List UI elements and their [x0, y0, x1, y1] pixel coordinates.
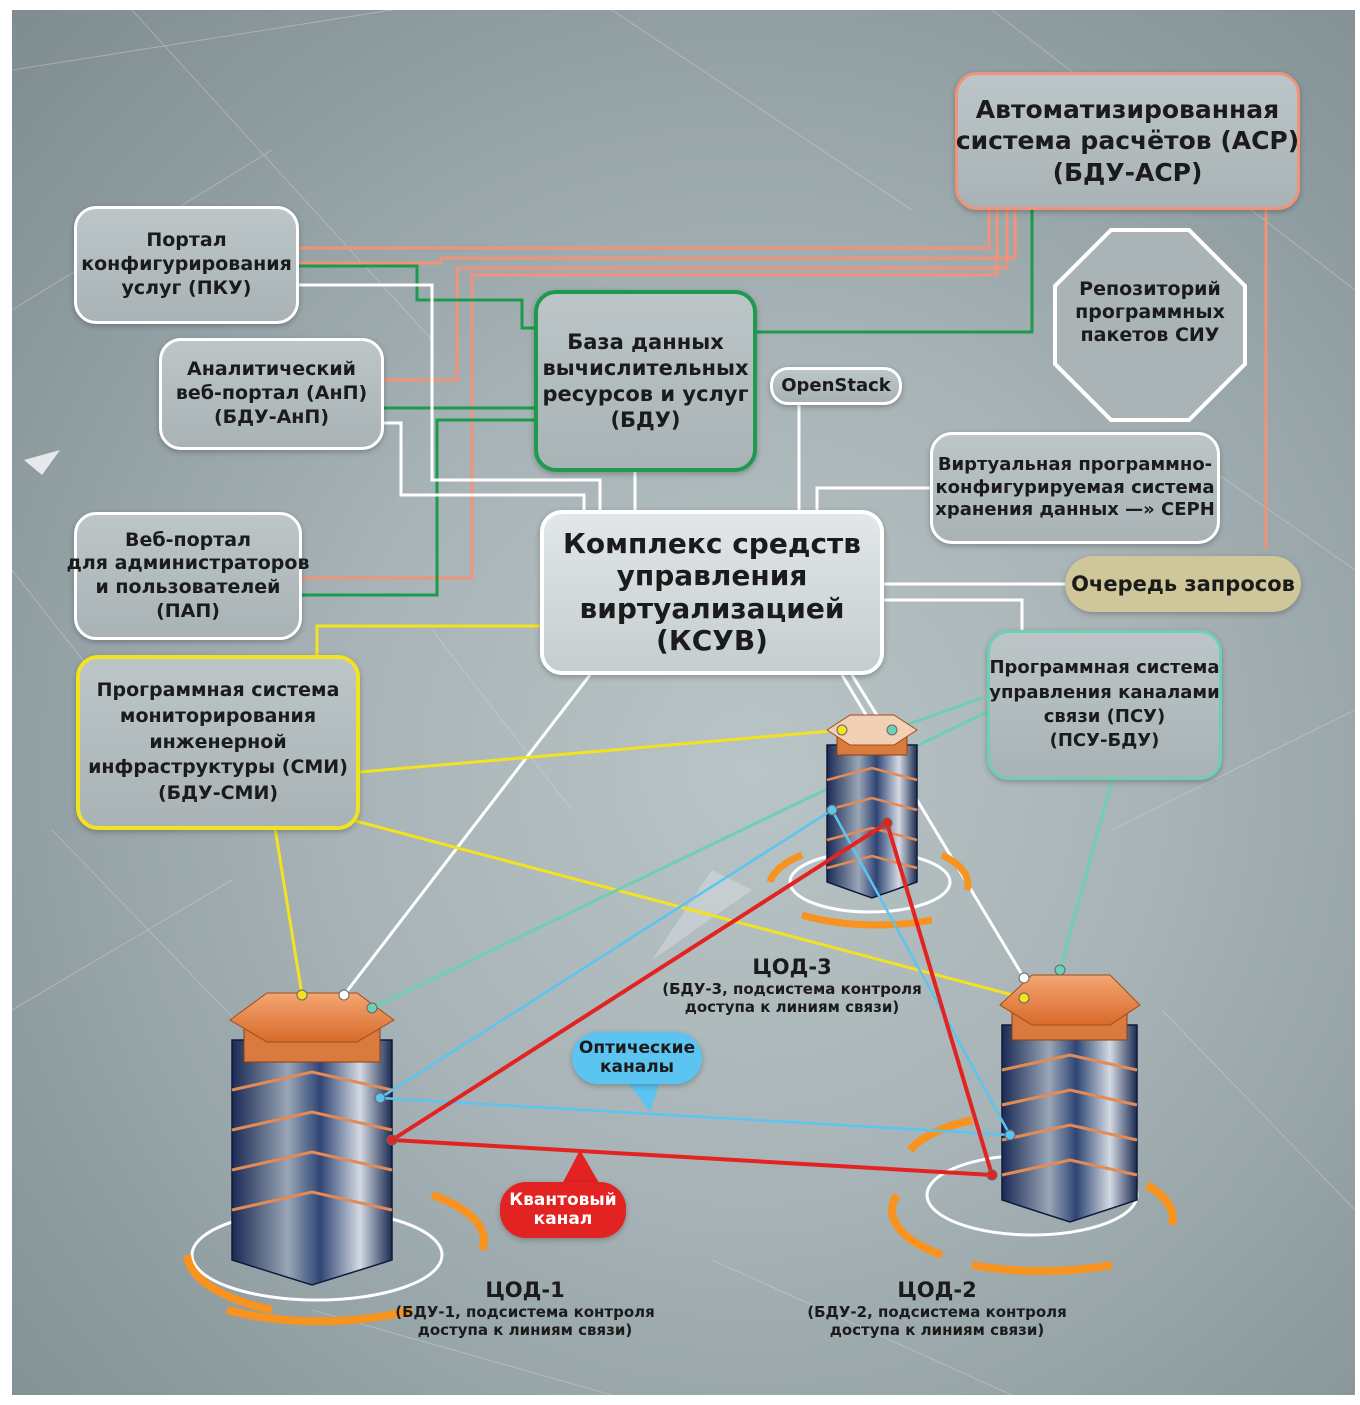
- anp-line-3: (БДУ-АнП): [213, 405, 330, 428]
- optical-callout-line-1: Оптические: [578, 1038, 696, 1059]
- cod3-subtitle-line-2: доступа к линиям связи): [684, 998, 900, 1017]
- cod1-subtitle-line-2: доступа к линиям связи): [417, 1321, 633, 1340]
- repo-line-1: Репозиторий: [1079, 278, 1221, 300]
- optical-callout-tail: [622, 1075, 662, 1112]
- cod3-label: ЦОД-3 (БДУ-3, подсистема контроля доступ…: [657, 955, 927, 1016]
- connection-dots: [296, 724, 1066, 1181]
- smi-line-1: Программная система: [96, 679, 340, 702]
- cod1-title: ЦОД-1: [485, 1278, 565, 1302]
- bdu-line-3: ресурсов и услуг: [542, 382, 749, 406]
- anp-line-2: веб-портал (АнП): [175, 382, 368, 405]
- yellow-links: [273, 624, 1025, 1000]
- background-shard: [652, 870, 752, 960]
- smi-line-4: инфраструктуры (СМИ): [88, 756, 348, 779]
- optical-links: [379, 808, 1012, 1137]
- psu-line-1: Программная система: [989, 657, 1220, 679]
- white-links: [297, 283, 1065, 996]
- ksuv-line-4: (КСУВ): [656, 623, 768, 657]
- cod2-subtitle-line-2: доступа к линиям связи): [829, 1321, 1045, 1340]
- smi-line-3: инженерной: [149, 730, 287, 753]
- cod2-label: ЦОД-2 (БДУ-2, подсистема контроля доступ…: [802, 1278, 1072, 1339]
- queue-line-1: Очередь запросов: [1071, 571, 1295, 596]
- cod1-subtitle-line-1: (БДУ-1, подсистема контроля: [395, 1303, 655, 1322]
- pap-line-1: Веб-портал: [124, 528, 252, 551]
- repo-line-3: пакетов СИУ: [1080, 323, 1220, 346]
- datacenter-tower-3: [766, 714, 972, 929]
- pap-line-3: и пользователей: [95, 576, 281, 598]
- bdu-line-1: База данных: [567, 329, 724, 354]
- datacenter-tower-2: [888, 974, 1177, 1276]
- ksuv-line-2: управления: [616, 559, 808, 593]
- asr-line-1: Автоматизированная: [975, 95, 1280, 125]
- pap-line-2: для администраторов: [66, 552, 310, 575]
- bdu-line-2: вычислительных: [542, 355, 749, 380]
- quantum-links: [385, 819, 995, 1178]
- psu-line-3: связи (ПСУ): [1043, 706, 1166, 727]
- psu-line-4: (ПСУ-БДУ): [1049, 730, 1160, 752]
- diagram-svg: [12, 10, 1355, 1395]
- vpkshd-line-1: Виртуальная программно-: [937, 454, 1213, 476]
- ksuv-line-3: виртуализацией: [579, 591, 845, 625]
- asr-line-3: (БДУ-АСР): [1052, 157, 1203, 187]
- smi-line-2: мониторирования: [119, 705, 317, 728]
- queue-box: Очередь запросов: [1065, 556, 1301, 612]
- pku-line-3: услуг (ПКУ): [121, 276, 252, 299]
- cod3-title: ЦОД-3: [752, 955, 832, 979]
- optical-callout-line-2: каналы: [599, 1057, 675, 1077]
- quantum-callout-tail: [560, 1150, 602, 1188]
- cod2-subtitle-line-1: (БДУ-2, подсистема контроля: [807, 1303, 1067, 1322]
- quantum-callout-line-1: Квантовый: [509, 1190, 617, 1211]
- openstack-box: OpenStack: [770, 367, 902, 405]
- ksuv-line-1: Комплекс средств: [563, 527, 861, 561]
- vpkshd-line-3: хранения данных —» СЕРН: [935, 499, 1215, 521]
- psu-line-2: управления каналами: [989, 681, 1220, 703]
- repo-line-2: программных: [1075, 300, 1225, 323]
- storage-box: Виртуальная программно-конфигурируемая с…: [930, 432, 1220, 544]
- quantum-callout: Квантовый канал: [500, 1182, 626, 1238]
- openstack-line-1: OpenStack: [781, 374, 891, 396]
- vpkshd-line-2: конфигурируемая система: [935, 476, 1215, 498]
- cod2-title: ЦОД-2: [897, 1278, 977, 1302]
- anp-line-1: Аналитический: [187, 358, 356, 381]
- background-arrow: [24, 450, 60, 475]
- datacenter-tower-1: [183, 992, 488, 1326]
- asr-line-2: система расчётов (АСР): [955, 126, 1300, 156]
- green-links: [297, 210, 1034, 597]
- quantum-callout-line-2: канал: [533, 1209, 593, 1229]
- cod3-subtitle-line-1: (БДУ-3, подсистема контроля: [662, 980, 922, 999]
- smi-line-5: (БДУ-СМИ): [157, 781, 279, 804]
- bdu-line-4: (БДУ): [610, 408, 681, 433]
- pku-line-2: конфигурирования: [81, 253, 292, 276]
- optical-callout: Оптические каналы: [572, 1032, 702, 1084]
- pap-line-4: (ПАП): [156, 599, 220, 622]
- repository-octagon: [1053, 228, 1247, 422]
- pku-line-1: Портал: [146, 229, 227, 252]
- cod1-label: ЦОД-1 (БДУ-1, подсистема контроля доступ…: [390, 1278, 660, 1339]
